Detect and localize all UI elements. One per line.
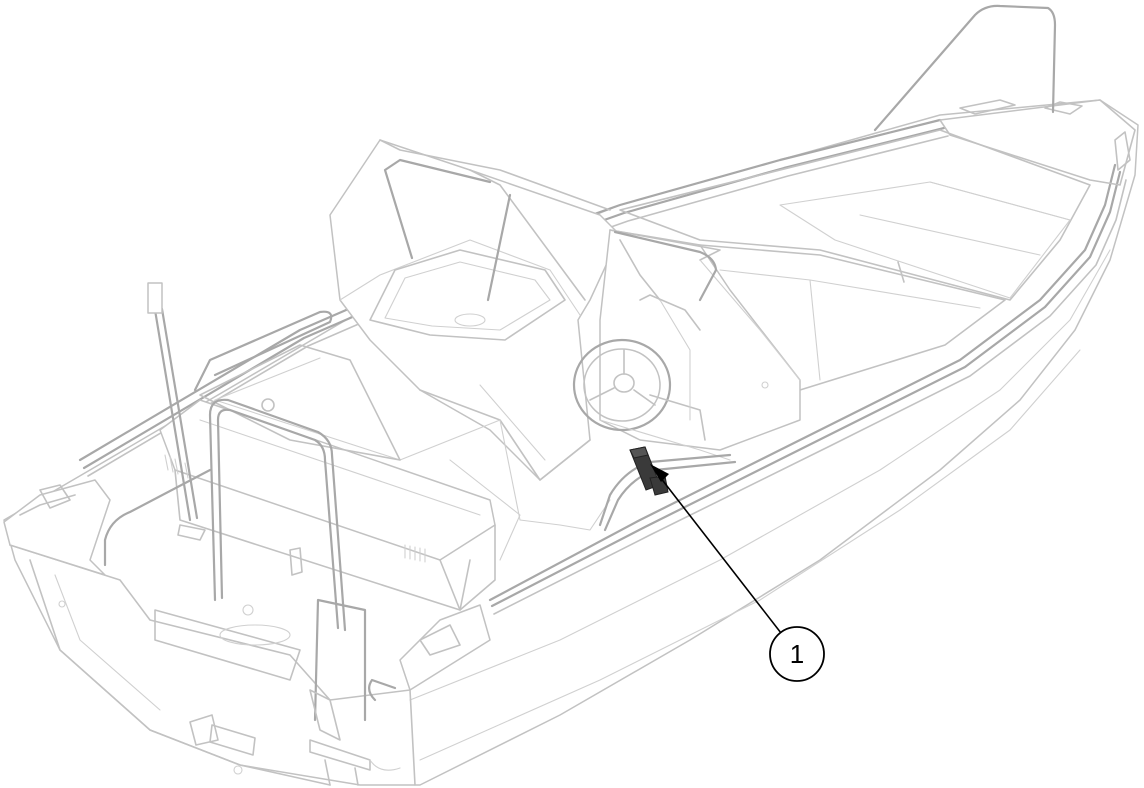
port-console [329, 139, 621, 481]
steering-wheel [572, 338, 672, 432]
port-aft-seat [199, 344, 401, 461]
helm-console [572, 229, 801, 451]
nav-light-pole [147, 282, 206, 541]
callout-label: 1 [790, 639, 804, 669]
callout-circle [769, 626, 825, 682]
leader-line [659, 476, 782, 634]
stern-details [3, 479, 491, 786]
callout-1: 1 [650, 464, 825, 682]
leader-arrowhead [650, 464, 669, 482]
bow-deck [619, 4, 1136, 301]
backrest-rail [208, 398, 347, 632]
